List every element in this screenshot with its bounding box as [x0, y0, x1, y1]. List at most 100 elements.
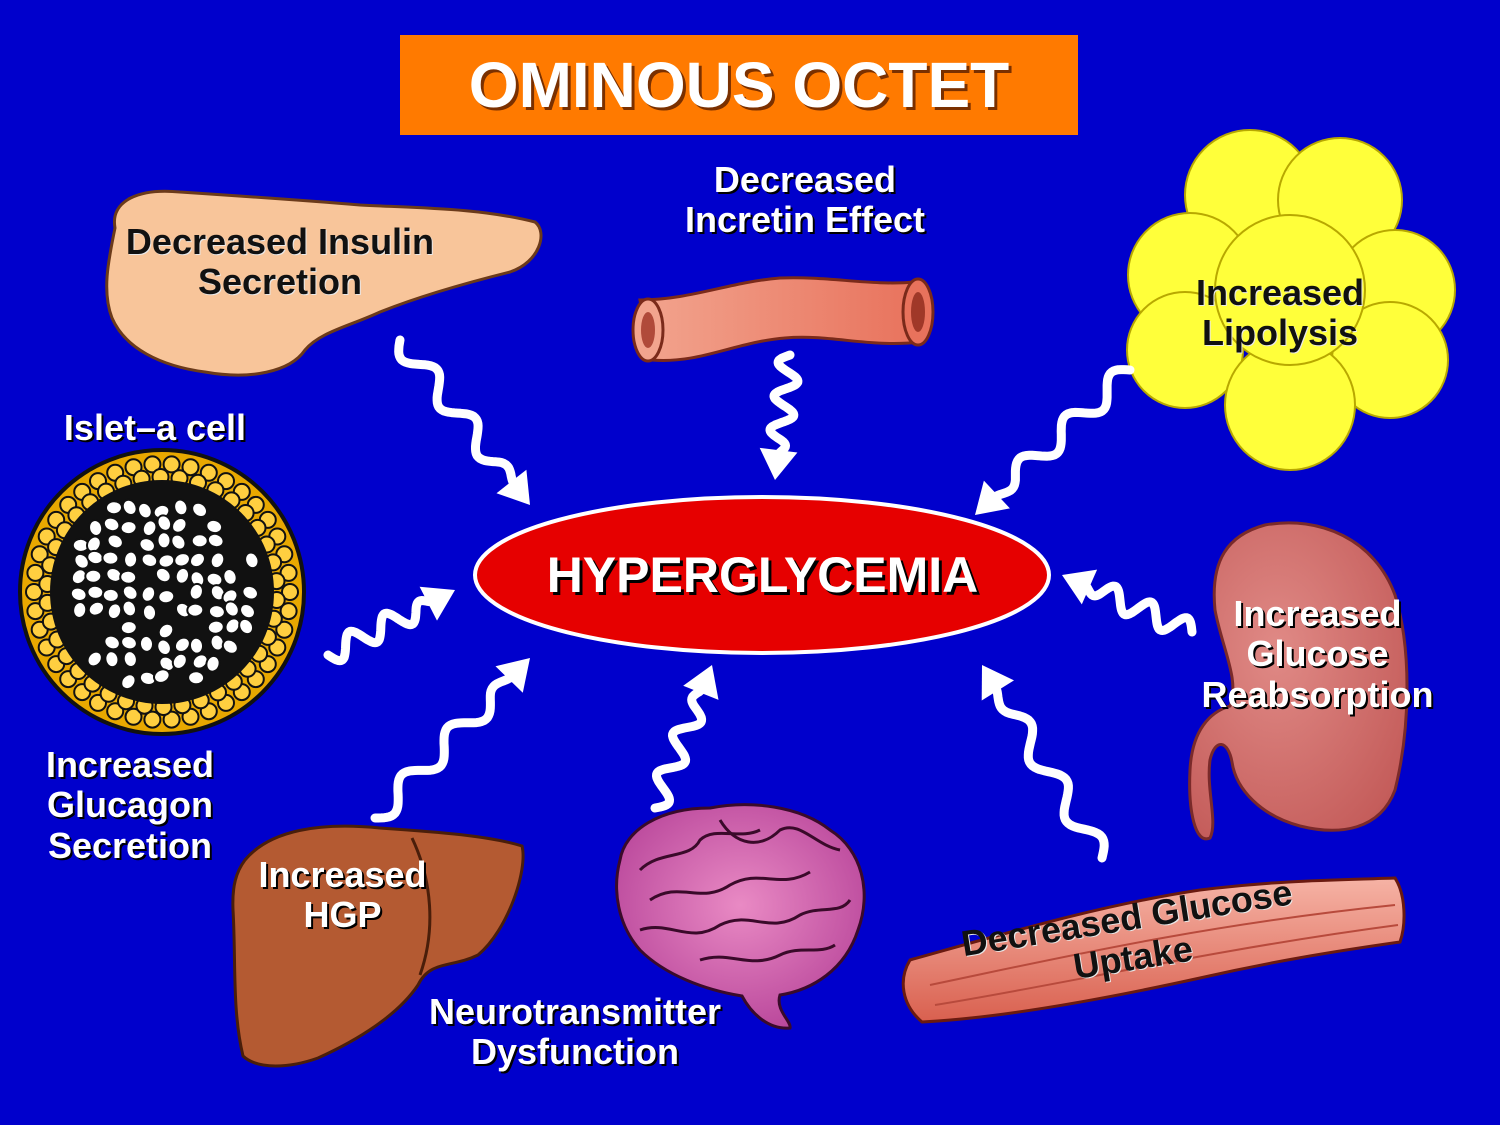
islet-inner-cell	[221, 638, 239, 655]
arrow-from-muscle-body	[990, 680, 1109, 863]
intestine-right-lumen	[911, 292, 925, 332]
reabsorption-label-line-2: Glucose	[1246, 633, 1389, 675]
islet-inner-cell	[154, 566, 172, 584]
reabsorption-label-line-3: Reabsorption	[1201, 673, 1434, 715]
islet-inner-cell	[244, 551, 260, 570]
islet-inner-cell	[102, 516, 121, 533]
arrow-from-muscle-head	[981, 665, 1014, 701]
islet-inner-cell	[69, 586, 88, 602]
islet-outer-cell	[162, 710, 181, 729]
islet-inner-cell	[174, 566, 191, 585]
neuro-label-line-1: Neurotransmitter	[428, 991, 722, 1032]
islet-inner-cell	[70, 568, 88, 586]
reabsorption-label: Increased Glucose Reabsorption	[1195, 593, 1440, 715]
intestine-shape	[638, 276, 922, 362]
islet-inner-cell	[122, 650, 138, 669]
brain-shape	[615, 803, 866, 1030]
insulin-label-line-1: Decreased Insulin	[125, 221, 435, 262]
islet-inner-cell	[223, 600, 240, 618]
islet-inner-cell	[171, 652, 188, 670]
islet-outer-cell	[26, 602, 45, 621]
center-label: HYPERGLYCEMIA	[546, 547, 979, 603]
arrow-from-kidney-body	[1079, 580, 1197, 637]
islet-inner-cell	[121, 584, 139, 601]
islet-outer-cell	[181, 458, 200, 477]
islet-inner-cell	[173, 498, 189, 517]
liver-shape	[231, 824, 525, 1068]
islet-inner-cell	[190, 533, 209, 549]
islet-inner-cell	[105, 500, 123, 516]
arrow-from-pancreas-body	[394, 335, 520, 491]
arrow-from-fat	[975, 365, 1135, 515]
muscle-striations	[929, 904, 1399, 1006]
glucagon-label: Increased Glucagon Secretion	[20, 744, 240, 866]
islet-inner-cell	[121, 498, 138, 517]
muscle-shape	[901, 876, 1406, 1024]
islet-inner-cell	[188, 582, 204, 601]
islet-inner-cell	[157, 589, 176, 605]
incretin-label: Decreased Incretin Effect	[635, 159, 975, 241]
lipolysis-label: Increased Lipolysis	[1165, 272, 1395, 354]
islet-inner-cell	[101, 550, 120, 566]
islet-inner-cell	[120, 673, 137, 691]
islet-inner-cell	[103, 634, 121, 651]
islet-inner-cell	[206, 532, 225, 549]
islet-inner-cell	[188, 636, 205, 655]
islet-inner-cell	[121, 599, 138, 618]
islet-inner-cell	[106, 602, 123, 621]
reabsorption-label-line-1: Increased	[1233, 593, 1402, 634]
incretin-label-line-1: Decreased	[713, 159, 897, 200]
islet-inner-cell	[84, 568, 103, 584]
arrow-from-liver	[370, 658, 530, 823]
islet-inner-cell	[140, 585, 157, 603]
arrow-from-islet-head	[419, 586, 455, 621]
islet-inner-cell	[72, 601, 88, 619]
islet-inner-cell	[205, 518, 224, 535]
islet-inner-cell	[239, 602, 256, 620]
lipolysis-label-line-1: Increased	[1195, 272, 1365, 313]
lipolysis-label-line-2: Lipolysis	[1201, 312, 1359, 354]
islet-inner-cell	[187, 670, 206, 686]
glucagon-label-line-1: Increased	[45, 744, 215, 785]
hgp-label-line-2: HGP	[303, 894, 382, 936]
arrow-from-brain-head	[683, 665, 719, 700]
squiggle-arrows	[323, 335, 1197, 863]
islet-inner-cell	[137, 501, 153, 520]
islet-inner-cell	[191, 501, 209, 519]
title-text: OMINOUS OCTET	[468, 49, 1010, 121]
islet-inner-cell	[86, 650, 103, 668]
neuro-label: Neurotransmitter Dysfunction	[420, 991, 730, 1073]
islet-inner-cell	[224, 617, 241, 635]
islet-inner-cell	[173, 636, 191, 653]
islet-inner-cell	[205, 654, 221, 673]
arrow-from-pancreas	[394, 335, 530, 505]
islet-outer-cell	[162, 455, 181, 474]
islet-inner-cell	[120, 635, 138, 651]
arrow-from-brain	[650, 665, 719, 813]
glucagon-label-line-2: Glucagon	[46, 784, 213, 826]
islet-inner-cell	[138, 634, 155, 653]
islet-outer-cell	[106, 702, 125, 721]
hgp-label-line-1: Increased	[258, 854, 427, 895]
islet-inner-cell	[241, 584, 259, 601]
intestine-left-lumen	[641, 312, 655, 348]
islet-outer-cell	[199, 463, 218, 482]
hgp-label: Increased HGP	[245, 854, 440, 936]
islet-inner-cell	[86, 584, 105, 600]
islet-inner-cell	[173, 552, 191, 568]
islet-inner-cell	[101, 587, 120, 603]
islet-inner-cell	[153, 668, 171, 684]
pancreas-shape	[105, 189, 543, 377]
islet-inner-cell	[123, 550, 139, 569]
islet-outer-cell	[143, 455, 162, 474]
title-banner: OMINOUS OCTET	[400, 35, 1078, 135]
islet-outer-cell	[30, 545, 49, 564]
islet-inner-cell	[206, 619, 225, 635]
islet-inner-cell	[119, 520, 138, 536]
islet-inner-cell	[156, 638, 172, 657]
islet-label: Islet–a cell	[63, 407, 247, 448]
arrow-from-intestine-head	[759, 447, 798, 480]
neuro-label-line-2: Dysfunction	[470, 1031, 679, 1073]
